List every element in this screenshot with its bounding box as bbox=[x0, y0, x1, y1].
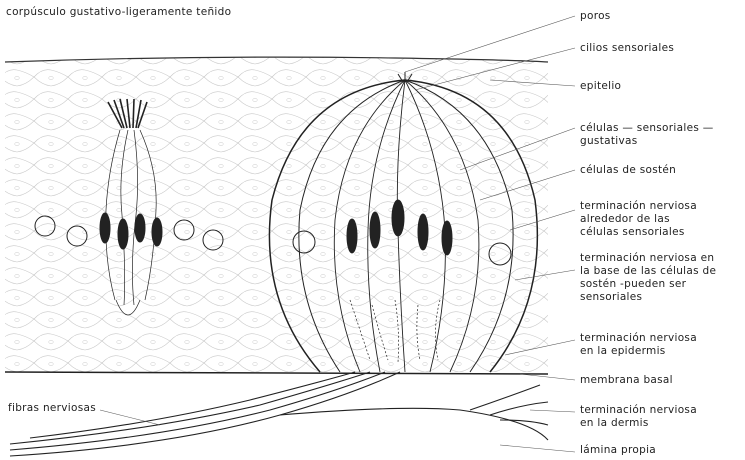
label-celulas-sensoriales-line-1: células — sensoriales — bbox=[580, 122, 714, 135]
label-term-alrededor-line-2: alrededor de las bbox=[580, 213, 697, 226]
label-term-alrededor: terminación nerviosa alrededor de las cé… bbox=[580, 200, 697, 239]
label-celulas-sensoriales-line-2: gustativas bbox=[580, 135, 714, 148]
label-term-dermis-line-2: en la dermis bbox=[580, 417, 697, 430]
label-term-base: terminación nerviosa en la base de las c… bbox=[580, 252, 716, 304]
label-term-alrededor-line-3: células sensoriales bbox=[580, 226, 697, 239]
label-cilios: cilios sensoriales bbox=[580, 42, 674, 55]
label-term-epidermis: terminación nerviosa en la epidermis bbox=[580, 332, 697, 358]
label-lamina: lámina propia bbox=[580, 444, 656, 457]
label-term-base-line-4: sensoriales bbox=[580, 291, 716, 304]
label-epitelio: epitelio bbox=[580, 80, 621, 93]
caption-left: corpúsculo gustativo-ligeramente teñido bbox=[6, 6, 231, 19]
label-term-dermis: terminación nerviosa en la dermis bbox=[580, 404, 697, 430]
epithelium-texture bbox=[5, 57, 548, 374]
label-membrana: membrana basal bbox=[580, 374, 673, 387]
label-celulas-sensoriales: células — sensoriales — gustativas bbox=[580, 122, 714, 148]
label-poros: poros bbox=[580, 10, 611, 23]
label-term-base-line-2: la base de las células de bbox=[580, 265, 716, 278]
label-sosten: células de sostén bbox=[580, 164, 676, 177]
label-term-base-line-1: terminación nerviosa en bbox=[580, 252, 716, 265]
label-term-base-line-3: sostén -pueden ser bbox=[580, 278, 716, 291]
label-term-dermis-line-1: terminación nerviosa bbox=[580, 404, 697, 417]
label-term-epidermis-line-2: en la epidermis bbox=[580, 345, 697, 358]
label-term-alrededor-line-1: terminación nerviosa bbox=[580, 200, 697, 213]
label-term-epidermis-line-1: terminación nerviosa bbox=[580, 332, 697, 345]
label-fibras: fibras nerviosas bbox=[8, 402, 96, 415]
